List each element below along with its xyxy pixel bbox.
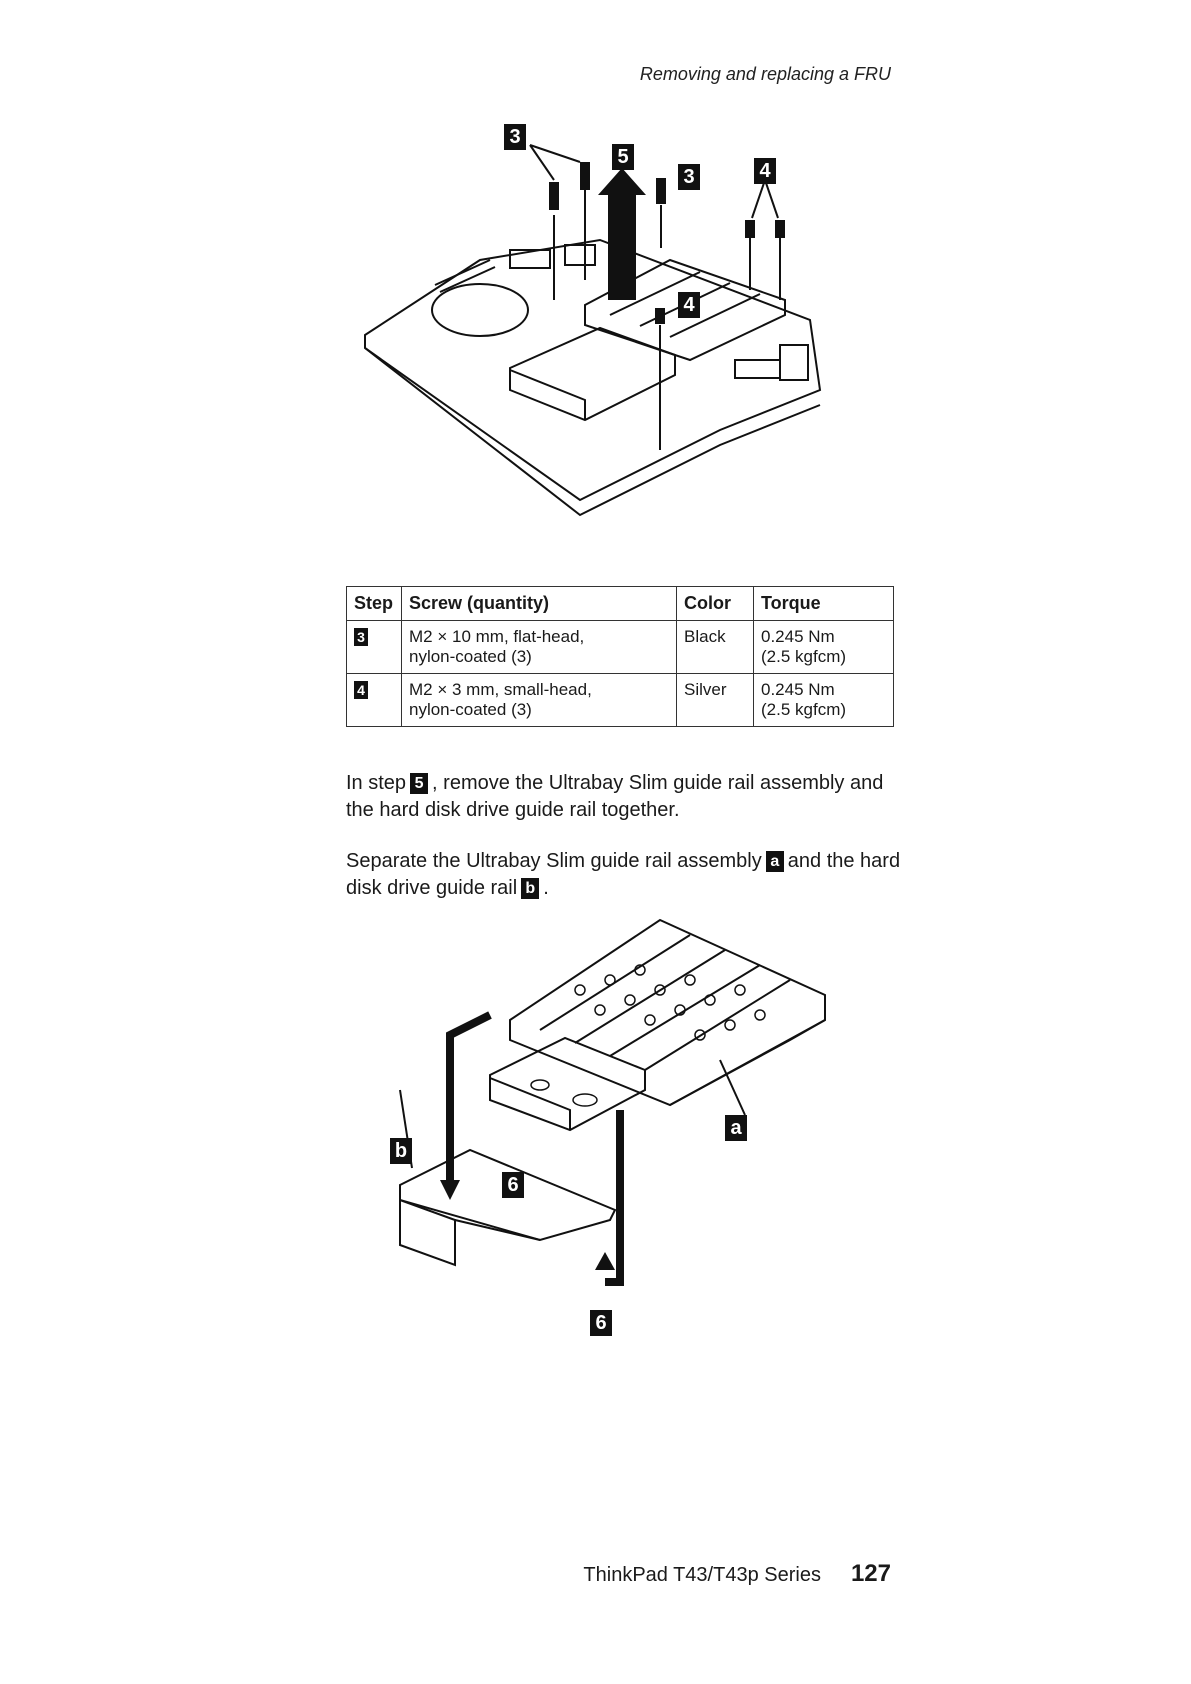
inline-callout-b: b	[521, 878, 540, 899]
para2-text-3: .	[543, 877, 549, 899]
running-header: Removing and replacing a FRU	[639, 64, 891, 84]
inline-callout-5: 5	[410, 773, 429, 794]
page-number: 127	[850, 1560, 891, 1587]
col-step: Step	[346, 586, 402, 621]
torque-2: (2.5 kgfcm)	[761, 647, 847, 666]
step-callout: 3	[354, 628, 368, 646]
table-row: 4 M2 × 3 mm, small-head,nylon-coated (3)…	[346, 673, 894, 727]
para2-text: Separate the Ultrabay Slim guide rail as…	[346, 850, 762, 872]
callout-6-lower: 6	[590, 1310, 612, 1336]
torque-2: (2.5 kgfcm)	[761, 700, 847, 719]
para1-text: In step	[346, 772, 407, 794]
book-title: ThinkPad T43/T43p Series	[583, 1564, 821, 1586]
para1-text-2: , remove the Ultrabay Slim guide rail as…	[346, 772, 884, 821]
paragraph-separate: Separate the Ultrabay Slim guide rail as…	[346, 848, 906, 902]
callout-6-upper: 6	[502, 1172, 524, 1198]
col-torque: Torque	[753, 586, 894, 621]
callout-b: b	[390, 1138, 412, 1164]
callout-5: 5	[612, 144, 634, 170]
callout-4-right: 4	[754, 158, 776, 184]
screw-table: Step Screw (quantity) Color Torque 3 M2 …	[346, 586, 894, 727]
screw-desc-2: nylon-coated (3)	[409, 700, 532, 719]
para2-text-2: and the hard disk drive guide rail	[346, 850, 901, 899]
col-color: Color	[676, 586, 754, 621]
inline-callout-a: a	[765, 851, 784, 872]
torque: 0.245 Nm	[761, 680, 835, 699]
screw-desc-2: nylon-coated (3)	[409, 647, 532, 666]
callout-3-right: 3	[678, 164, 700, 190]
screw-color: Silver	[676, 673, 754, 727]
screw-color: Black	[676, 620, 754, 674]
torque: 0.245 Nm	[761, 627, 835, 646]
table-row: 3 M2 × 10 mm, flat-head,nylon-coated (3)…	[346, 620, 894, 674]
step-callout: 4	[354, 681, 368, 699]
figure-guide-rail-removal: 3 5 3 4 4	[340, 120, 900, 560]
screw-desc: M2 × 10 mm, flat-head,	[409, 627, 585, 646]
callout-a: a	[725, 1115, 747, 1141]
screw-desc: M2 × 3 mm, small-head,	[409, 680, 592, 699]
figure-rail-separation: a b 6 6	[370, 910, 890, 1350]
base-cover-illustration	[364, 144, 822, 517]
col-screw: Screw (quantity)	[401, 586, 677, 621]
callout-4-center: 4	[678, 292, 700, 318]
rails-illustration	[399, 918, 826, 1286]
page-footer: ThinkPad T43/T43p Series 127	[583, 1560, 891, 1588]
callout-3-left: 3	[504, 124, 526, 150]
